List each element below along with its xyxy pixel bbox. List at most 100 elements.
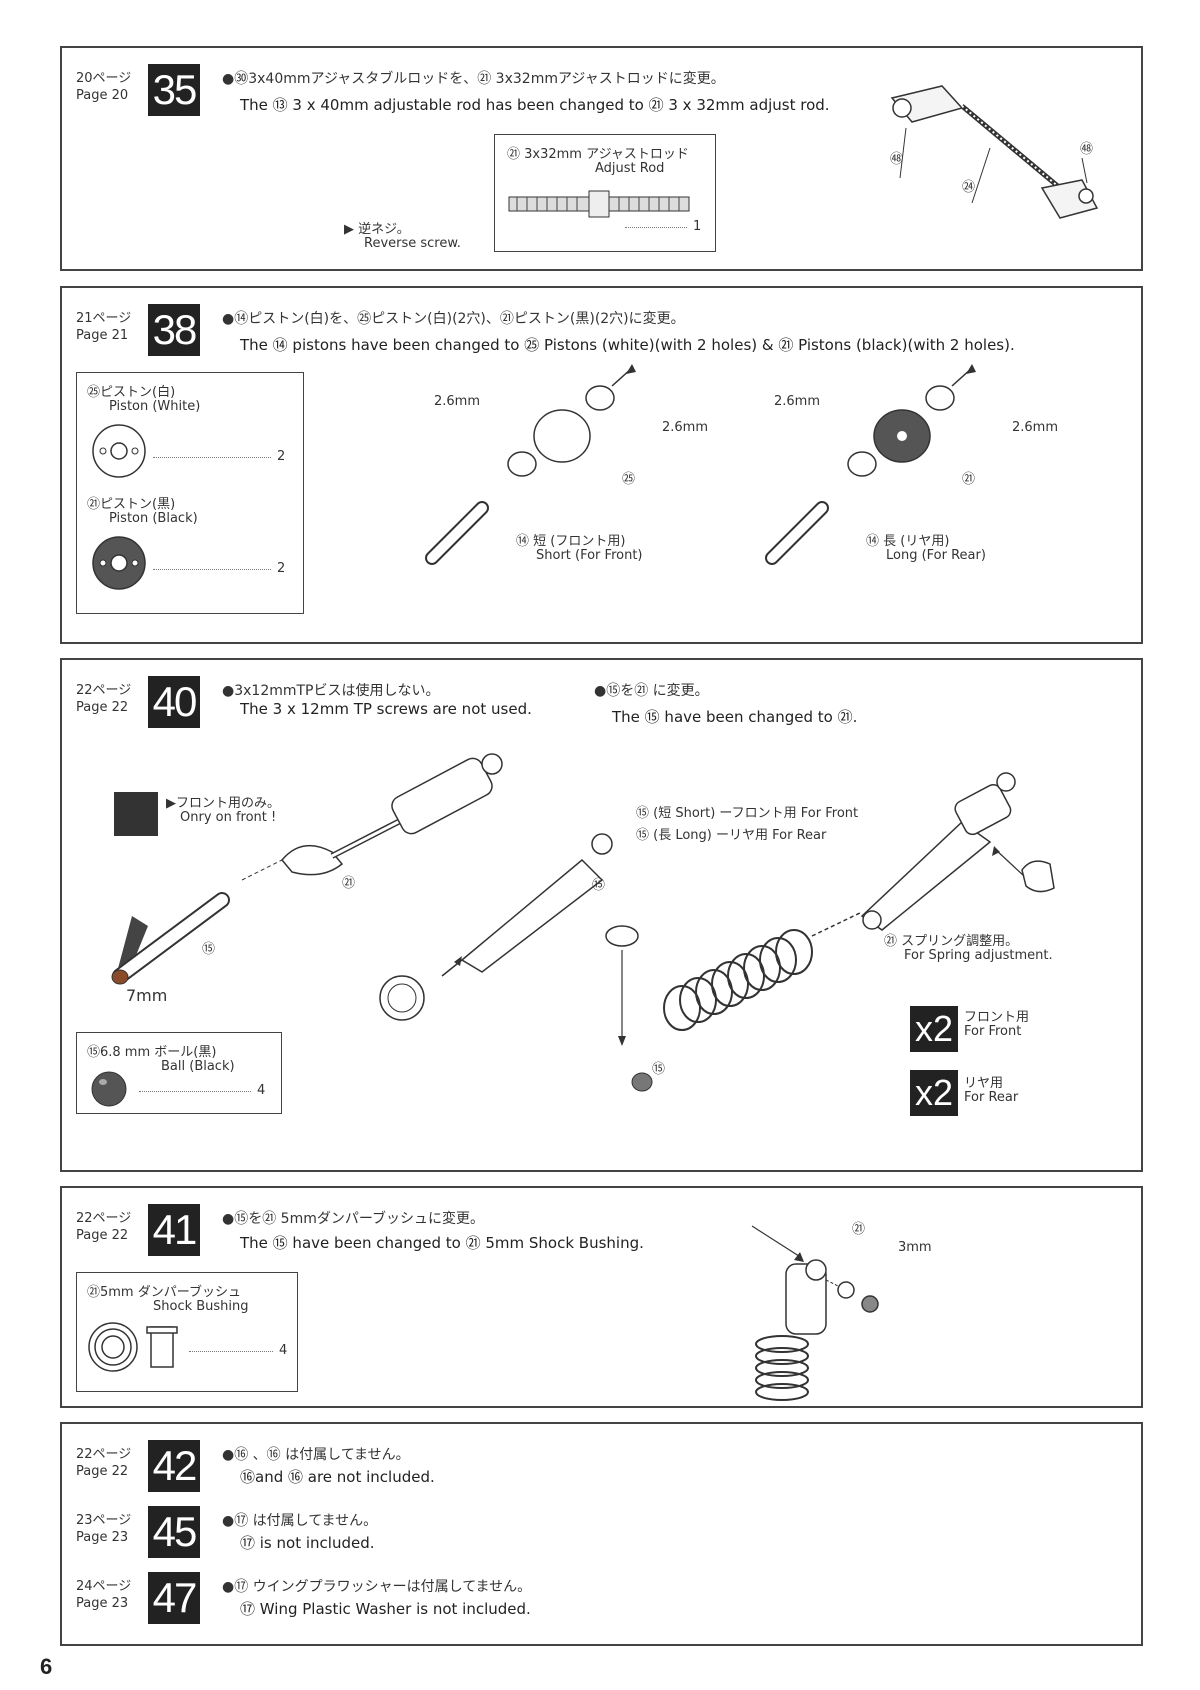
dimension-label: 2.6mm	[662, 420, 709, 435]
instruction-en: The ⑮ have been changed to ㉑ 5mm Shock B…	[240, 1234, 644, 1252]
bushing-label-jp: ㉑5mm ダンパーブッシュ	[87, 1285, 241, 1300]
instruction-jp: ●⑮を㉑ 5mmダンパーブッシュに変更。	[222, 1211, 485, 1227]
part-label-en: Adjust Rod	[595, 161, 665, 176]
instruction-jp: ●⑯ 、⑯ は付属してません。	[222, 1447, 410, 1463]
callout-rod-end-left: ㊽	[890, 152, 904, 167]
callout-part-213: ㉑	[342, 876, 356, 891]
dimension-label: 2.6mm	[434, 394, 481, 409]
dimension-label: 7mm	[126, 986, 168, 1005]
page-ref-en: Page 22	[76, 1228, 129, 1243]
step-38-panel: 21ページ Page 21 38 ●⑭ピストン(白)を、㉕ピストン(白)(2穴)…	[60, 286, 1143, 644]
instruction-jp: ●⑭ピストン(白)を、㉕ピストン(白)(2穴)、㉑ピストン(黒)(2穴)に変更。	[222, 311, 685, 327]
page-ref-jp: 24ページ	[76, 1579, 132, 1594]
instruction-jp: ●⑰ は付属してません。	[222, 1513, 378, 1529]
instruction-en: ⑰ Wing Plastic Washer is not included.	[240, 1600, 531, 1618]
ball-label-en: Ball (Black)	[161, 1059, 235, 1074]
front-only-en: Onry on front !	[180, 810, 277, 825]
shock-bushing-install-illustration	[751, 1225, 879, 1401]
quantity-leader	[153, 457, 271, 458]
step-number: 38	[148, 304, 200, 356]
step-35-page-ref: 20ページ Page 20	[76, 70, 148, 104]
spring-adjust-en: For Spring adjustment.	[904, 948, 1053, 963]
ball-part-box: ⑮6.8 mm ボール(黒) Ball (Black) 4	[76, 1032, 282, 1114]
shock-assembly-illustration	[111, 753, 1055, 1092]
adjust-rod-part-box: ㉑ 3x32mm アジャストロッド Adjust Rod 1	[494, 134, 716, 252]
piston-white-illustration	[92, 424, 146, 478]
callout-shock-bushing: ㉑	[852, 1222, 866, 1237]
instruction-en: ⑰ is not included.	[240, 1534, 375, 1552]
callout-part-157: ⑮	[652, 1062, 666, 1077]
front-piston-assembly-illustration	[425, 364, 636, 565]
page-ref-jp: 22ページ	[76, 1447, 132, 1462]
step-number: 45	[148, 1506, 200, 1558]
instruction-en: The ⑭ pistons have been changed to ㉕ Pis…	[240, 336, 1015, 354]
reverse-screw-en: Reverse screw.	[364, 236, 461, 251]
step-number: 41	[148, 1204, 200, 1256]
instruction-en-2: The ⑮ have been changed to ㉑.	[612, 708, 858, 726]
step-41-panel: 22ページ Page 22 41 ●⑮を㉑ 5mmダンパーブッシュに変更。 Th…	[60, 1186, 1143, 1408]
page-number: 6	[40, 1654, 53, 1679]
front-shaft-en: Short (For Front)	[536, 548, 643, 563]
rear-shaft-en: Long (For Rear)	[886, 548, 986, 563]
ball-qty: 4	[257, 1083, 266, 1098]
instruction-jp-2: ●⑮を㉑ に変更。	[594, 683, 709, 699]
x2-front-jp: フロント用	[964, 1010, 1030, 1025]
rear-piston-assembly-illustration	[765, 364, 976, 565]
bushing-label-en: Shock Bushing	[153, 1299, 249, 1314]
page-ref-en: Page 20	[76, 88, 129, 103]
reverse-screw-jp: ▶ 逆ネジ。	[344, 222, 410, 237]
piston-black-en: Piston (Black)	[109, 511, 198, 526]
callout-part-158: ⑮	[592, 878, 606, 893]
piston-parts-box: ㉕ピストン(白) Piston (White) 2 ㉑ピストン(黒) Pisto…	[76, 372, 304, 614]
rear-shaft-jp: ⑭ 長 (リヤ用)	[866, 534, 950, 549]
bushing-qty: 4	[279, 1343, 288, 1358]
step-number: 35	[148, 64, 200, 116]
page-ref-en: Page 21	[76, 328, 129, 343]
shock-bushing-part-box: ㉑5mm ダンパーブッシュ Shock Bushing 4	[76, 1272, 298, 1392]
ball-label-jp: ⑮6.8 mm ボール(黒)	[87, 1045, 217, 1060]
instruction-en: The 3 x 12mm TP screws are not used.	[240, 700, 532, 718]
dimension-label: 2.6mm	[774, 394, 821, 409]
notes-panel: 22ページ Page 22 42 ●⑯ 、⑯ は付属してません。 ⑯and ⑯ …	[60, 1422, 1143, 1646]
piston-white-qty: 2	[277, 449, 286, 464]
step-number: 42	[148, 1440, 200, 1492]
x2-front-badge: x2	[910, 1006, 958, 1052]
step-45-page-ref: 23ページ Page 23	[76, 1512, 148, 1546]
piston-black-illustration	[92, 536, 146, 590]
step-40-panel: 22ページ Page 22 40 ●3x12mmTPビスは使用しない。 The …	[60, 658, 1143, 1172]
page-ref-en: Page 23	[76, 1596, 129, 1611]
dimension-label: 2.6mm	[1012, 420, 1059, 435]
instruction-jp: ●3x12mmTPビスは使用しない。	[222, 683, 440, 699]
callout-piston-white: ㉕	[622, 472, 636, 487]
step-47-page-ref: 24ページ Page 23	[76, 1578, 148, 1612]
spring-short-label: ⑮ (短 Short) ーフロント用 For Front	[636, 806, 859, 821]
piston-black-jp: ㉑ピストン(黒)	[87, 497, 176, 512]
page-ref-en: Page 23	[76, 1530, 129, 1545]
part-quantity: 1	[693, 219, 702, 234]
callout-piston-black: ㉑	[962, 472, 976, 487]
x2-rear-jp: リヤ用	[964, 1076, 1004, 1091]
instruction-en: The ⑬ 3 x 40mm adjustable rod has been c…	[240, 96, 830, 114]
callout-rod-end-right: ㊽	[1080, 142, 1094, 157]
page-ref-en: Page 22	[76, 700, 129, 715]
page-ref-jp: 23ページ	[76, 1513, 132, 1528]
front-only-tag	[114, 792, 158, 836]
instruction-jp: ●⑰ ウイングプラワッシャーは付属してません。	[222, 1579, 532, 1595]
page-ref-jp: 21ページ	[76, 311, 132, 326]
x2-rear-en: For Rear	[964, 1090, 1019, 1105]
step-35-panel: 20ページ Page 20 35 ●㉚3x40mmアジャスタブルロッドを、㉑ 3…	[60, 46, 1143, 271]
step-41-page-ref: 22ページ Page 22	[76, 1210, 148, 1244]
instruction-en: ⑯and ⑯ are not included.	[240, 1468, 435, 1486]
spring-long-label: ⑮ (長 Long) ーリヤ用 For Rear	[636, 828, 827, 843]
page-ref-jp: 22ページ	[76, 1211, 132, 1226]
step-40-page-ref: 22ページ Page 22	[76, 682, 148, 716]
front-shaft-jp: ⑭ 短 (フロント用)	[516, 534, 626, 549]
page-ref-jp: 20ページ	[76, 71, 132, 86]
x2-front-en: For Front	[964, 1024, 1022, 1039]
step-42-page-ref: 22ページ Page 22	[76, 1446, 148, 1480]
page-ref-jp: 22ページ	[76, 683, 132, 698]
front-only-jp: ▶フロント用のみ。	[166, 796, 280, 811]
step-number: 47	[148, 1572, 200, 1624]
piston-white-en: Piston (White)	[109, 399, 201, 414]
quantity-leader	[139, 1091, 251, 1092]
